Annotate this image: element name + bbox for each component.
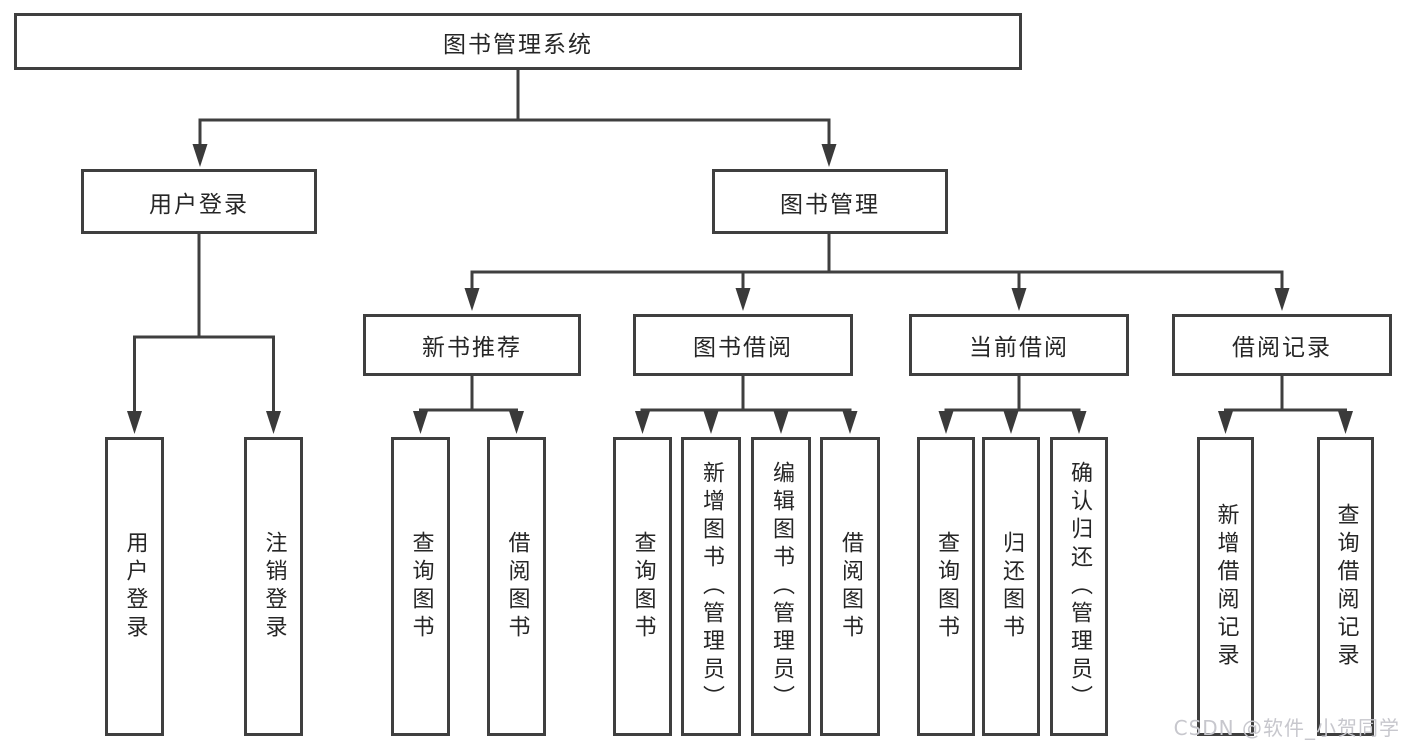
leaf-newbook-borrow-books: 借阅图书 [487, 437, 546, 736]
leaf-current-return-books: 归还图书 [982, 437, 1040, 736]
node-root: 图书管理系统 [14, 13, 1022, 70]
connector-current-borrowing-children [938, 374, 1087, 434]
connector-book-borrowing-children [635, 374, 858, 434]
node-borrow-records: 借阅记录 [1172, 314, 1392, 376]
connector-book-management-children [464, 231, 1290, 311]
connector-root-to-level2 [192, 70, 837, 167]
leaf-records-add-record: 新增借阅记录 [1197, 437, 1254, 736]
leaf-current-confirm-return-admin: 确认归还（管理员） [1050, 437, 1108, 736]
node-current-borrowing: 当前借阅 [909, 314, 1129, 376]
leaf-current-query-books: 查询图书 [917, 437, 975, 736]
node-book-borrowing: 图书借阅 [633, 314, 853, 376]
leaf-borrowing-add-books-admin: 新增图书（管理员） [681, 437, 741, 736]
leaf-borrowing-query-books: 查询图书 [613, 437, 672, 736]
watermark: CSDN @软件_小贺同学 [1173, 716, 1400, 740]
connector-user-login-children [127, 231, 281, 434]
node-new-book-recommend: 新书推荐 [363, 314, 581, 376]
leaf-logout: 注销登录 [244, 437, 303, 736]
leaf-borrowing-edit-books-admin: 编辑图书（管理员） [751, 437, 811, 736]
leaf-newbook-query-books: 查询图书 [391, 437, 450, 736]
connector-new-book-children [413, 374, 524, 434]
node-book-management: 图书管理 [712, 169, 948, 234]
leaf-user-login: 用户登录 [105, 437, 164, 736]
connector-borrow-records-children [1218, 374, 1353, 434]
leaf-records-query-record: 查询借阅记录 [1317, 437, 1374, 736]
node-user-login: 用户登录 [81, 169, 317, 234]
leaf-borrowing-borrow-books: 借阅图书 [820, 437, 880, 736]
